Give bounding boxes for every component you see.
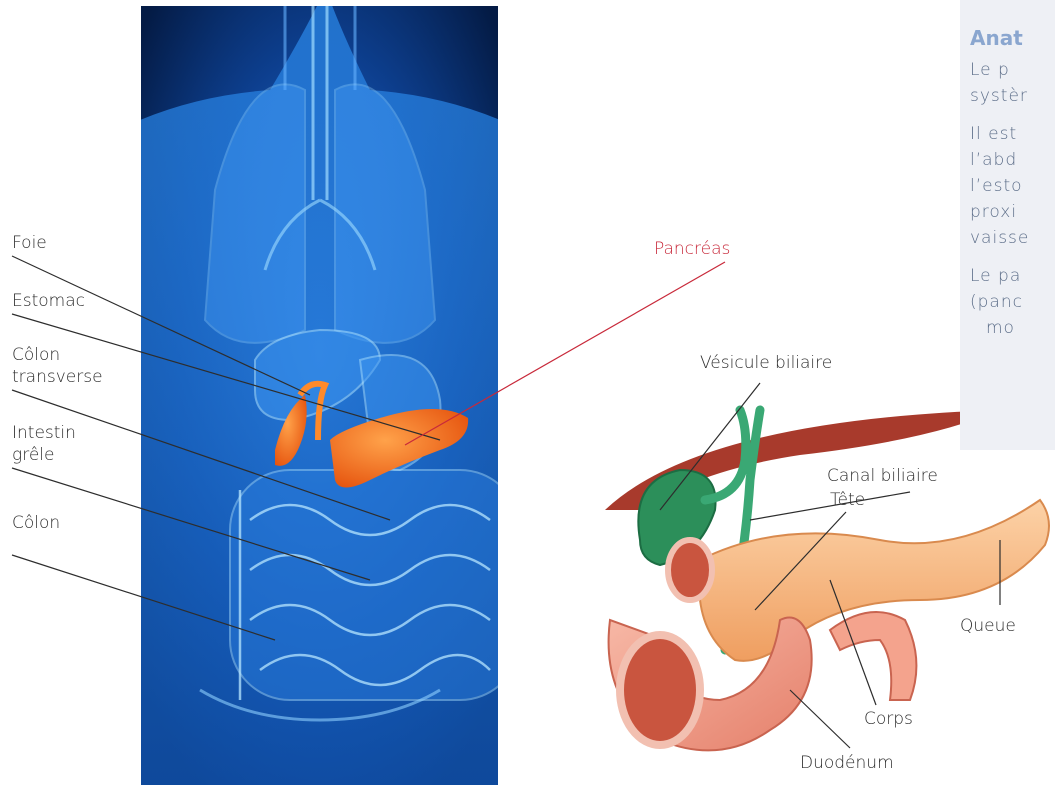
- info-line: Il est: [970, 124, 1017, 144]
- info-line: proxi: [970, 202, 1017, 222]
- info-line: Le pa: [970, 266, 1021, 286]
- label-tete: Tête: [830, 489, 865, 511]
- label-colon-transverse: Côlon transverse: [12, 344, 103, 388]
- label-foie: Foie: [12, 232, 47, 254]
- info-line: mo: [986, 318, 1015, 338]
- label-duodenum: Duodénum: [800, 752, 894, 774]
- info-line: Le p: [970, 60, 1010, 80]
- label-colon: Côlon: [12, 512, 60, 534]
- label-corps: Corps: [864, 708, 913, 730]
- info-line: (panc: [970, 292, 1023, 312]
- info-line: vaisse: [970, 228, 1029, 248]
- info-panel-title: Anat: [970, 26, 1023, 50]
- info-line: systèr: [970, 86, 1028, 106]
- duodenum-opening: [620, 635, 700, 745]
- info-line: l’esto: [970, 176, 1023, 196]
- info-line: l’abd: [970, 150, 1017, 170]
- label-canal-biliaire: Canal biliaire: [827, 465, 938, 487]
- label-intestin-grele: Intestin grêle: [12, 422, 76, 466]
- label-queue: Queue: [960, 615, 1016, 637]
- label-estomac: Estomac: [12, 290, 85, 312]
- label-vesicule-biliaire: Vésicule biliaire: [700, 352, 832, 374]
- label-pancreas: Pancréas: [654, 238, 730, 260]
- info-panel: Anat Le p systèr Il est l’abd l’esto pro…: [960, 0, 1055, 450]
- duodenum-opening-top: [668, 540, 712, 600]
